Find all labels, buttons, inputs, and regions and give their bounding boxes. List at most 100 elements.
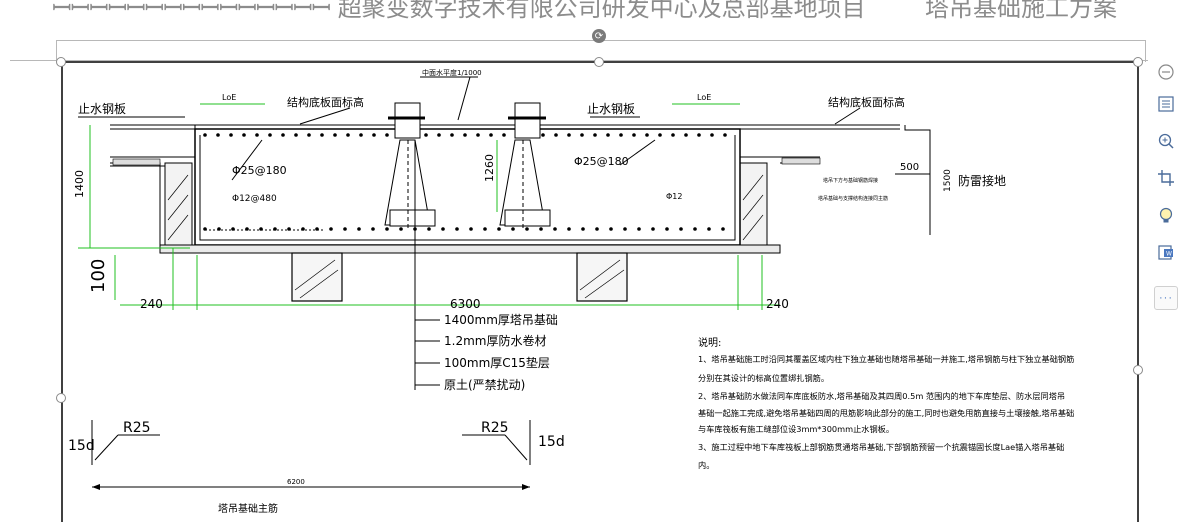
zoom-icon[interactable] (1154, 129, 1178, 153)
rebar-dot (281, 133, 285, 137)
page-rule (10, 60, 1148, 61)
resize-handle-top-middle[interactable] (594, 57, 604, 67)
rebar-dot (665, 227, 669, 231)
resize-handle-top-right[interactable] (1133, 57, 1143, 67)
rebar-dot (242, 133, 246, 137)
rebar-dot (343, 227, 347, 231)
rotate-handle-icon[interactable]: ⟳ (592, 29, 606, 43)
dimension-lines (78, 103, 780, 310)
rebar-dot (554, 133, 558, 137)
rebar-dot (320, 133, 324, 137)
header-marks: ꟷꟷꟷꟷꟷꟷꟷꟷꟷꟷꟷꟷꟷꟷꟷ (52, 0, 331, 22)
notes-line-6: 3、施工过程中地下车库筏板上部钢筋贯通塔吊基础,下部钢筋预留一个抗震锚固长度La… (698, 442, 1064, 452)
layer-3: 100mm厚C15垫层 (444, 355, 550, 370)
top-rebar-row (203, 133, 727, 137)
rebar-dot (645, 133, 649, 137)
rebar-dot (679, 227, 683, 231)
collapse-icon[interactable] (1154, 60, 1178, 84)
loe-right-label: LoE (697, 93, 711, 102)
resize-handle-top-left[interactable] (56, 57, 66, 67)
rebar-dot (710, 133, 714, 137)
rebar-dot (553, 227, 557, 231)
crop-icon[interactable] (1154, 166, 1178, 190)
rebar-dot (483, 227, 487, 231)
rebar-dot (329, 227, 333, 231)
rebar-dot (567, 133, 571, 137)
dim-1500: 1500 (943, 169, 953, 192)
rebar-dot (606, 133, 610, 137)
rebar-dot (371, 227, 375, 231)
resize-handle-right-middle[interactable] (1133, 365, 1143, 375)
layer-1: 1400mm厚塔吊基础 (444, 313, 558, 327)
rebar-dot (216, 133, 220, 137)
note-right-1: 塔吊下方与基础钢筋焊接 (823, 177, 878, 184)
rebar-dot (359, 133, 363, 137)
dim-100: 100 (88, 259, 109, 293)
extract-text-icon[interactable] (1154, 92, 1178, 116)
rebar-dot (497, 227, 501, 231)
notes-line-4: 基础一起施工完成,避免塔吊基础四周的甩筋影响此部分的施工,同时也避免甩筋直接与土… (698, 408, 1074, 418)
rebar-dot (623, 227, 627, 231)
rebar-dot (693, 227, 697, 231)
notes-line-1: 1、塔吊基础施工时沿同其覆盖区域内柱下独立基础也随塔吊基础一并施工,塔吊钢筋与柱… (698, 354, 1074, 364)
notes-line-5: 与车库筏板有施工缝部位设3mm*300mm止水钢板。 (698, 424, 894, 434)
layer-2: 1.2mm厚防水卷材 (444, 333, 546, 348)
bottom-caption: 塔吊基础主筋 (218, 502, 278, 515)
rebar-dot (609, 227, 613, 231)
frame-edge-right (1145, 40, 1146, 62)
d15-left: 15d (68, 438, 95, 454)
rebar-dot (489, 133, 493, 137)
effects-icon[interactable] (1154, 203, 1178, 227)
dim-6200: 6200 (287, 478, 305, 486)
waterstop-right-label: 止水钢板 (587, 102, 635, 116)
dim-1400: 1400 (73, 170, 86, 198)
elevation-left-label: 结构底板面标高 (287, 95, 364, 109)
rebar-dot (437, 133, 441, 137)
rebar-dot (385, 227, 389, 231)
rebar-dot (427, 227, 431, 231)
rebar-dot (346, 133, 350, 137)
rebar-dot (539, 227, 543, 231)
rebar-dot (671, 133, 675, 137)
rebar-dot (502, 133, 506, 137)
notes-line-3: 2、塔吊基础防水做法同车库底板防水,塔吊基础及其四周0.5m 范围内的地下车库垫… (698, 391, 1065, 401)
header-subtitle: 塔吊基础施工方案 (924, 0, 1117, 22)
rebar-dot (203, 133, 207, 137)
rebar-dot (723, 133, 727, 137)
resize-handle-left-middle[interactable] (56, 393, 66, 403)
rebar-dot (476, 133, 480, 137)
r25-right: R25 (481, 420, 509, 436)
rebar-dot (399, 227, 403, 231)
rebar-dot (424, 133, 428, 137)
rebar-main-left-label: Φ25@180 (232, 164, 287, 177)
rebar-main-right-label: Φ25@180 (574, 155, 629, 168)
rebar-dot (721, 227, 725, 231)
rebar-dot (469, 227, 473, 231)
convert-to-word-icon[interactable]: W (1154, 240, 1178, 264)
dim-240-right: 240 (766, 297, 789, 311)
rebar-dot (268, 133, 272, 137)
rebar-dot (385, 133, 389, 137)
rebar-dot (525, 227, 529, 231)
rebar-dot (307, 133, 311, 137)
rebar-dot (637, 227, 641, 231)
dim-1260: 1260 (483, 154, 496, 182)
document-header: ꟷꟷꟷꟷꟷꟷꟷꟷꟷꟷꟷꟷꟷꟷꟷ 超聚变数字技术有限公司研发中心及总部基地项目 塔… (52, 0, 1142, 26)
d15-right: 15d (538, 434, 565, 450)
svg-text:W: W (1166, 251, 1172, 258)
dim-500: 500 (900, 162, 919, 173)
notes-line-2: 分别在其设计的标高位置绑扎钢筋。 (698, 373, 829, 383)
dim-6300: 6300 (450, 297, 481, 311)
rebar-dot (595, 227, 599, 231)
waterstop-left-label: 止水钢板 (78, 102, 126, 116)
rebar-dot (372, 133, 376, 137)
notes-block: 说明: 1、塔吊基础施工时沿同其覆盖区域内柱下独立基础也随塔吊基础一并施工,塔吊… (698, 336, 1074, 470)
rebar-dot (541, 133, 545, 137)
note-right-2: 塔吊基础与支撑结构连接同主筋 (818, 195, 888, 202)
more-options-button[interactable]: ··· (1154, 286, 1178, 310)
rebar-dot (511, 227, 515, 231)
rebar-dot (632, 133, 636, 137)
rebar-dot (463, 133, 467, 137)
r25-left: R25 (123, 420, 151, 436)
